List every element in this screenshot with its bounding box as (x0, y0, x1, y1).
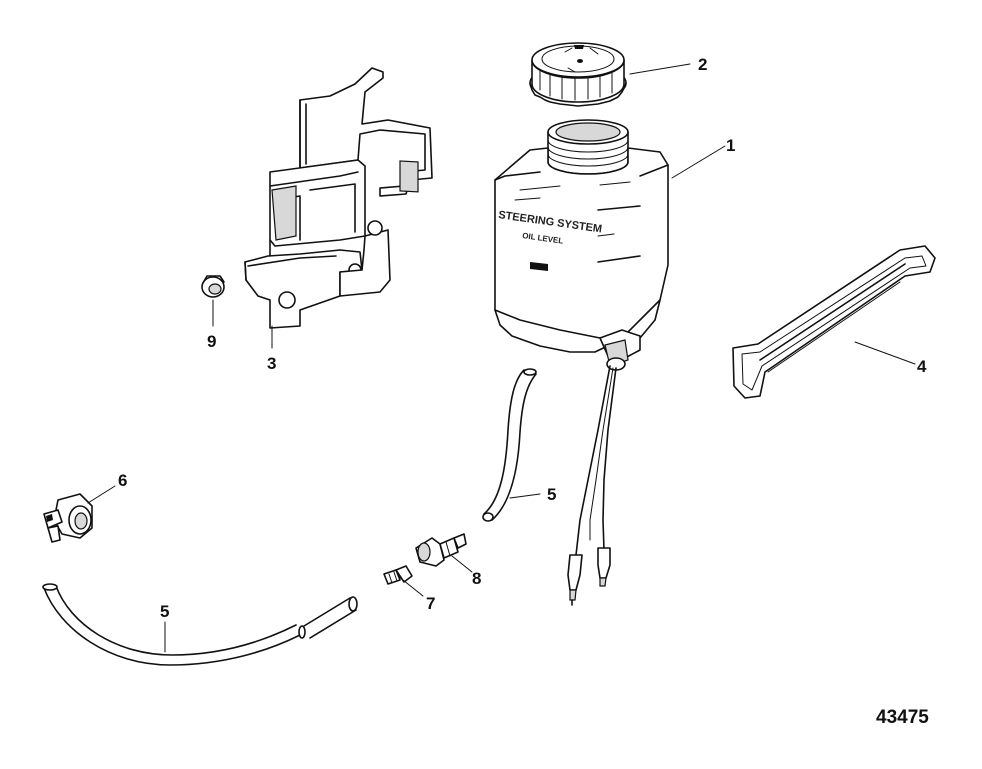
sensor-wires (567, 365, 617, 606)
reservoir-tank: STEERING SYSTEM OIL LEVEL (494, 119, 669, 371)
quick-connector (415, 533, 467, 567)
hose-short (482, 368, 537, 522)
callout-labels: 1 2 3 4 5 5 6 7 8 9 (118, 55, 927, 621)
grommet-part (201, 275, 225, 298)
hose-long (42, 583, 358, 666)
callout-5-lower: 5 (160, 602, 169, 621)
callout-3: 3 (267, 354, 276, 373)
callout-6: 6 (118, 471, 127, 490)
callout-1: 1 (726, 136, 735, 155)
callout-5-upper: 5 (547, 485, 556, 504)
mounting-bracket (244, 67, 433, 329)
retaining-strap (732, 245, 936, 399)
callout-8: 8 (472, 569, 481, 588)
figure-number: 43475 (876, 707, 929, 728)
barb-fitting (383, 565, 413, 585)
callout-4: 4 (917, 357, 927, 376)
reservoir-cap (529, 42, 627, 107)
callout-7: 7 (426, 594, 435, 613)
leader-lines (87, 63, 916, 653)
callout-9: 9 (207, 332, 216, 351)
callout-2: 2 (698, 55, 707, 74)
elbow-fitting (43, 493, 93, 543)
